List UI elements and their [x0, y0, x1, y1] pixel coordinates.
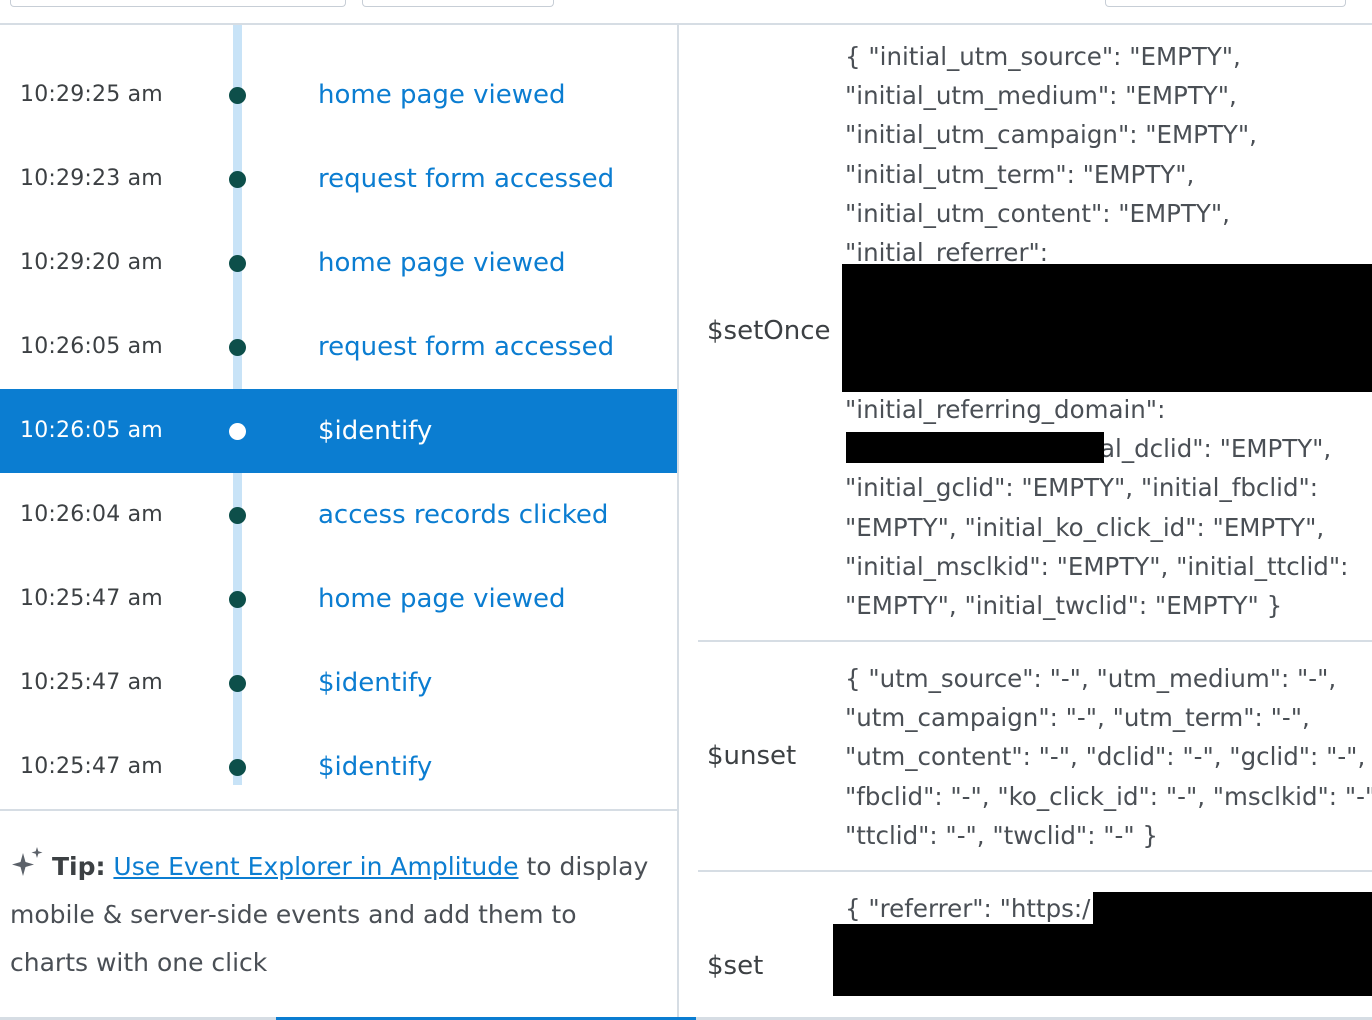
- property-value-line: { "initial_utm_source": "EMPTY",: [845, 42, 1241, 71]
- property-key-set: $set: [707, 951, 764, 981]
- event-explorer-link[interactable]: Use Event Explorer in Amplitude: [113, 852, 519, 881]
- property-value-set: { "referrer": "https:/: [845, 889, 1372, 928]
- timeline-dot-icon: [229, 255, 246, 272]
- event-row[interactable]: 10:29:20 am home page viewed: [0, 221, 677, 305]
- timeline-dot-icon: [229, 171, 246, 188]
- event-name-link[interactable]: home page viewed: [318, 584, 566, 614]
- tip-text: to display mobile & server-side events a…: [10, 852, 649, 977]
- event-row[interactable]: 10:25:47 am $identify: [0, 725, 677, 809]
- timeline-dot-icon: [229, 87, 246, 104]
- timeline-dot-icon: [229, 759, 246, 776]
- event-name-link[interactable]: request form accessed: [318, 332, 615, 362]
- filter-dropdown[interactable]: [10, 0, 346, 7]
- property-value-setonce: { "initial_utm_source": "EMPTY", "initial…: [845, 37, 1372, 272]
- event-name-link[interactable]: access records clicked: [318, 500, 609, 530]
- property-value-line: "fbclid": "-", "ko_click_id": "-", "mscl…: [845, 781, 1372, 811]
- property-value-line: { "referrer": "https:/: [845, 894, 1091, 923]
- property-value-line: "initial_referring_domain":: [845, 395, 1166, 424]
- event-properties-panel: $setOnce { "initial_utm_source": "EMPTY"…: [679, 25, 1372, 1020]
- tip-label: Tip:: [51, 852, 106, 881]
- timeline-dot-icon: [229, 339, 246, 356]
- property-value-line: "initial_gclid": "EMPTY", "initial_fbcli…: [845, 473, 1319, 503]
- property-value-line: "utm_campaign": "-", "utm_term": "-",: [845, 703, 1310, 733]
- panel-divider: [677, 25, 679, 1020]
- property-value-unset: { "utm_source": "-", "utm_medium": "-", "…: [845, 659, 1372, 855]
- timeline-dot-icon: [229, 423, 246, 440]
- property-value-line: { "utm_source": "-", "utm_medium": "-",: [845, 664, 1337, 693]
- event-row[interactable]: 10:29:25 am home page viewed: [0, 53, 677, 137]
- redacted-block: [1093, 892, 1372, 926]
- property-value-line: "initial_referrer":: [845, 238, 1049, 268]
- redacted-block: [846, 432, 1104, 463]
- event-time: 10:26:05 am: [20, 334, 163, 359]
- divider: [698, 640, 1372, 642]
- timeline-dot-icon: [229, 507, 246, 524]
- property-value-setonce-continued: "initial_referring_domain": ", "initial_…: [845, 390, 1372, 625]
- property-key-setonce: $setOnce: [707, 316, 831, 346]
- divider: [0, 809, 677, 811]
- event-time: 10:26:05 am: [20, 418, 163, 443]
- event-name-link[interactable]: home page viewed: [318, 248, 566, 278]
- property-value-line: "EMPTY", "initial_twclid": "EMPTY" }: [845, 591, 1283, 621]
- property-value-line: "initial_utm_campaign": "EMPTY",: [845, 120, 1257, 150]
- event-time: 10:25:47 am: [20, 670, 163, 695]
- event-row[interactable]: 10:25:47 am $identify: [0, 641, 677, 725]
- property-value-line: "initial_msclkid": "EMPTY", "initial_ttc…: [845, 551, 1349, 581]
- event-row[interactable]: 10:29:23 am request form accessed: [0, 137, 677, 221]
- event-time: 10:25:47 am: [20, 586, 163, 611]
- property-value-line: "utm_content": "-", "dclid": "-", "gclid…: [845, 742, 1366, 772]
- timeline-dot-icon: [229, 591, 246, 608]
- event-name-link[interactable]: $identify: [318, 416, 433, 446]
- property-value-line: "EMPTY", "initial_ko_click_id": "EMPTY",: [845, 512, 1325, 542]
- event-row[interactable]: 10:25:47 am home page viewed: [0, 557, 677, 641]
- event-name-link[interactable]: home page viewed: [318, 80, 566, 110]
- event-time: 10:29:25 am: [20, 82, 163, 107]
- event-name-link[interactable]: $identify: [318, 752, 433, 782]
- event-time: 10:25:47 am: [20, 754, 163, 779]
- property-value-line: "initial_utm_content": "EMPTY",: [845, 198, 1230, 228]
- sparkle-icon: [10, 845, 44, 876]
- redacted-block: [842, 264, 1372, 392]
- property-value-line: "initial_utm_medium": "EMPTY",: [845, 81, 1237, 111]
- event-row[interactable]: 10:26:04 am access records clicked: [0, 473, 677, 557]
- event-name-link[interactable]: $identify: [318, 668, 433, 698]
- toolbar: [0, 0, 1372, 25]
- timeline-dot-icon: [229, 675, 246, 692]
- search-input[interactable]: [1105, 0, 1346, 7]
- event-stream-panel: 10:29:25 am home page viewed 10:29:23 am re…: [0, 25, 677, 1020]
- event-name-link[interactable]: request form accessed: [318, 164, 615, 194]
- divider: [698, 870, 1372, 872]
- filter-dropdown-secondary[interactable]: [362, 0, 554, 7]
- scroll-indicator: [276, 1017, 696, 1020]
- property-value-line: "ttclid": "-", "twclid": "-" }: [845, 820, 1158, 850]
- redacted-block: [833, 924, 1372, 996]
- event-timeline: 10:29:25 am home page viewed 10:29:23 am re…: [0, 25, 677, 809]
- event-time: 10:29:23 am: [20, 166, 163, 191]
- property-value-line: "initial_utm_term": "EMPTY",: [845, 159, 1195, 189]
- property-key-unset: $unset: [707, 741, 797, 771]
- event-time: 10:29:20 am: [20, 250, 163, 275]
- event-row[interactable]: 10:26:05 am request form accessed: [0, 305, 677, 389]
- event-row[interactable]: 10:26:05 am $identify: [0, 389, 677, 473]
- tip-banner: Tip: Use Event Explorer in Amplitude to …: [10, 843, 660, 987]
- event-time: 10:26:04 am: [20, 502, 163, 527]
